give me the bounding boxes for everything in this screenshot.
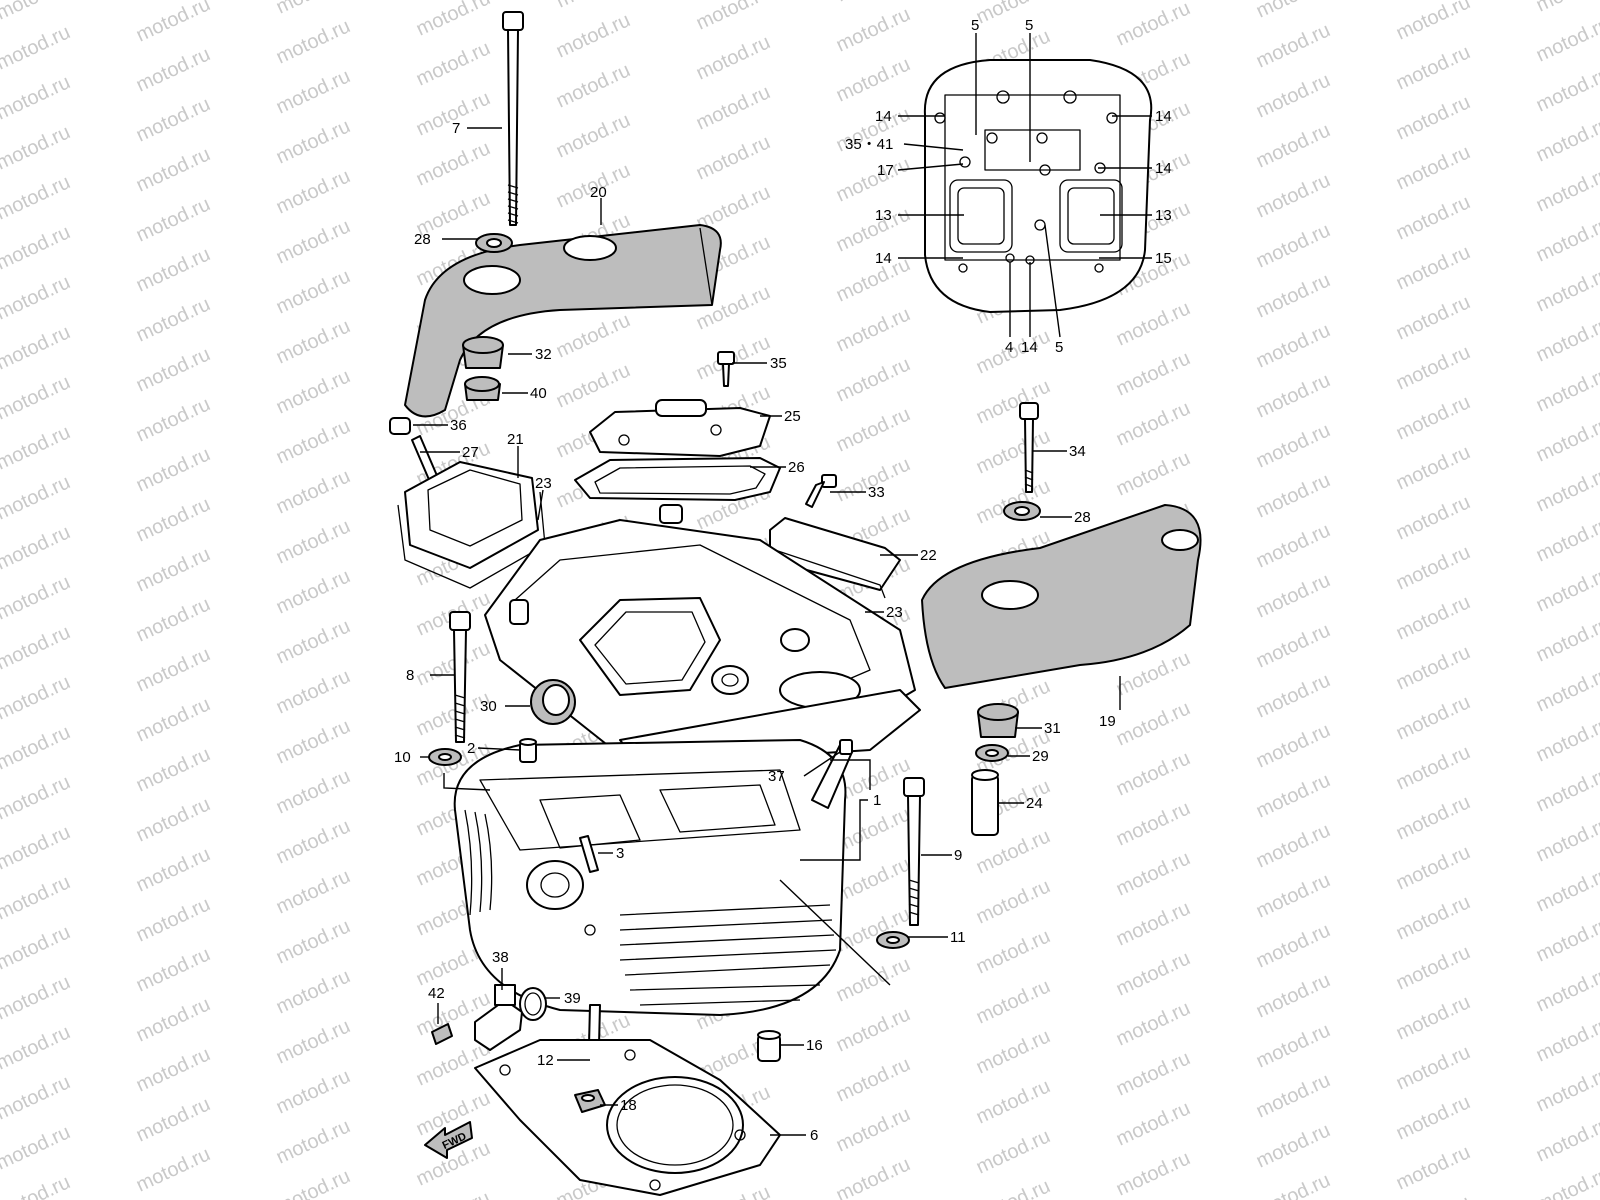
cap-nut-36 — [389, 417, 411, 435]
washer-10 — [428, 748, 462, 766]
callout-13b: 13 — [1155, 207, 1172, 224]
callout-16: 16 — [806, 1037, 823, 1054]
callout-20: 20 — [590, 184, 607, 201]
fwd-arrow-icon: FWD — [424, 1121, 473, 1159]
callout-14c: 14 — [1155, 160, 1172, 177]
cover-19 — [921, 504, 1202, 689]
bolt-35 — [717, 351, 735, 387]
callout-15: 15 — [1155, 250, 1172, 267]
washer-11 — [876, 931, 910, 949]
callout-36: 36 — [450, 417, 467, 434]
bolt-42 — [431, 1023, 453, 1045]
callout-31: 31 — [1044, 720, 1061, 737]
callout-5a: 5 — [971, 17, 979, 34]
bolt-8 — [449, 611, 471, 743]
callout-21: 21 — [507, 431, 524, 448]
callout-6: 6 — [810, 1127, 818, 1144]
grommet-28b — [1003, 501, 1041, 521]
callout-14a: 14 — [875, 108, 892, 125]
stud-3 — [579, 835, 599, 873]
callout-9: 9 — [954, 847, 962, 864]
callout-17: 17 — [877, 162, 894, 179]
callout-12: 12 — [537, 1052, 554, 1069]
callout-39: 39 — [564, 990, 581, 1007]
callout-34: 34 — [1069, 443, 1086, 460]
callout-33: 33 — [868, 484, 885, 501]
nut-18 — [574, 1089, 606, 1113]
dowel-2 — [519, 738, 537, 763]
callout-1: 1 — [873, 792, 881, 809]
callout-27: 27 — [462, 444, 479, 461]
callout-14b: 14 — [1155, 108, 1172, 125]
callout-42: 42 — [428, 985, 445, 1002]
callout-19: 19 — [1099, 713, 1116, 730]
callout-40: 40 — [530, 385, 547, 402]
callout-37: 37 — [768, 768, 785, 785]
callout-35: 35 — [770, 355, 787, 372]
callout-5b: 5 — [1025, 17, 1033, 34]
bolt-9 — [903, 777, 925, 926]
callout-11: 11 — [950, 929, 966, 946]
callout-3: 3 — [616, 845, 624, 862]
cover-20 — [404, 224, 722, 418]
spark-plug-37 — [811, 739, 853, 809]
grommet-28a — [475, 233, 513, 253]
breather-cover-25 — [589, 399, 771, 457]
callout-14e: 14 — [1021, 339, 1038, 356]
callout-2: 2 — [467, 740, 475, 757]
bolt-33 — [805, 474, 837, 508]
callout-14d: 14 — [875, 250, 892, 267]
callout-4: 4 — [1005, 339, 1013, 356]
washer-29 — [975, 744, 1009, 762]
cylinder-head-1 — [453, 504, 921, 1016]
callout-13a: 13 — [875, 207, 892, 224]
grommet-32 — [462, 336, 504, 369]
leader-lines — [413, 33, 1152, 1136]
callout-23b: 23 — [886, 604, 903, 621]
callout-7: 7 — [452, 120, 460, 137]
inset-head-underside — [923, 59, 1153, 313]
callout-28b: 28 — [1074, 509, 1091, 526]
callout-8: 8 — [406, 667, 414, 684]
callout-24: 24 — [1026, 795, 1043, 812]
gasket-6 — [474, 1039, 781, 1196]
fitting-38 — [474, 984, 523, 1051]
callout-23: 23 — [535, 475, 552, 492]
callout-29: 29 — [1032, 748, 1049, 765]
callout-10: 10 — [394, 749, 411, 766]
grommet-31 — [977, 703, 1019, 738]
callout-28: 28 — [414, 231, 431, 248]
callout-26: 26 — [788, 459, 805, 476]
bolt-7 — [502, 11, 524, 226]
callout-30: 30 — [480, 698, 497, 715]
collar-24 — [971, 769, 999, 836]
plug-30 — [530, 679, 576, 725]
collar-40 — [464, 376, 501, 401]
callout-18: 18 — [620, 1097, 637, 1114]
gasket-26 — [574, 457, 781, 501]
callout-25: 25 — [784, 408, 801, 425]
callout-38: 38 — [492, 949, 509, 966]
callout-5c: 5 — [1055, 339, 1063, 356]
callout-32: 32 — [535, 346, 552, 363]
cover-21 — [397, 461, 546, 589]
callout-22: 22 — [920, 547, 937, 564]
callout-labels: 7 20 28 32 40 36 27 21 23 35 25 26 33 22… — [394, 17, 1172, 1144]
o-ring-39 — [519, 987, 547, 1021]
callout-35-41: 35・41 — [845, 136, 893, 153]
bolt-34 — [1019, 402, 1039, 493]
dowel-16 — [757, 1030, 781, 1062]
